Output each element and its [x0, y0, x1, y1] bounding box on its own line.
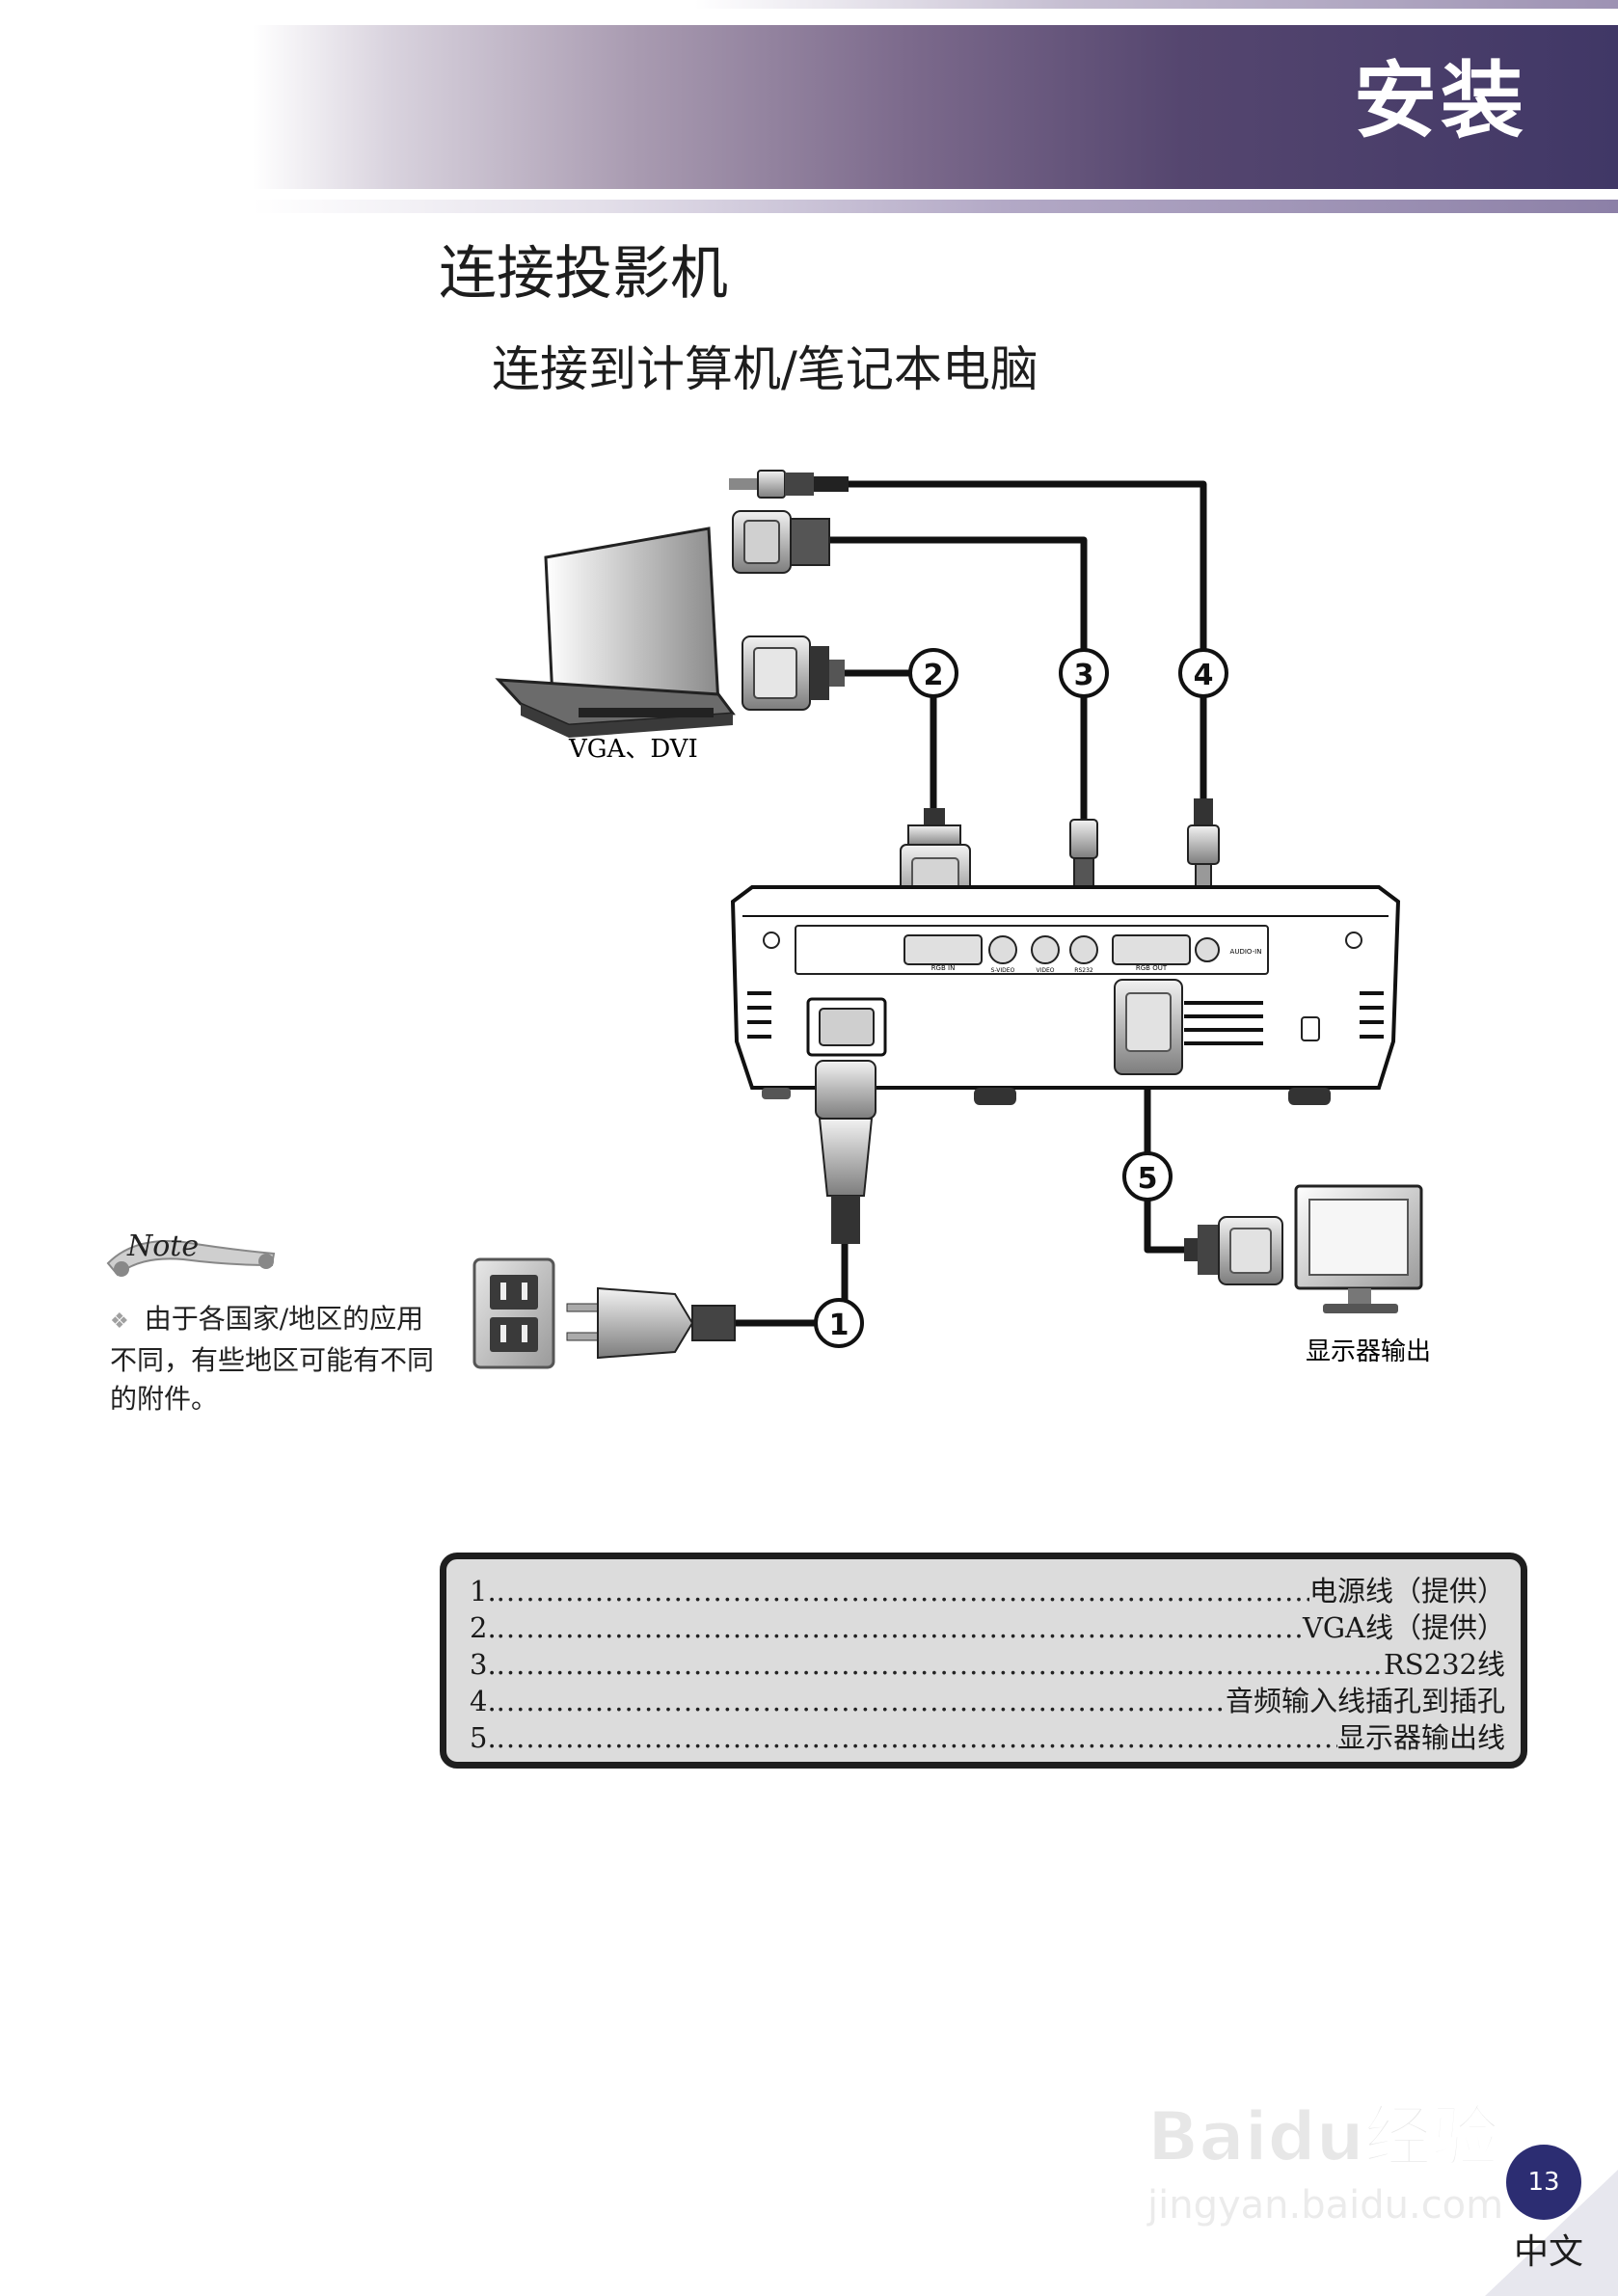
note-bullet-icon: ❖ — [110, 1310, 129, 1334]
legend-item-num: 4. — [470, 1685, 497, 1717]
note-body: 由于各国家/地区的应用不同，有些地区可能有不同的附件。 — [110, 1303, 435, 1415]
legend-item: 3. .....................................… — [470, 1642, 1505, 1681]
port-label-rs232: RS232 — [1074, 967, 1093, 974]
legend-item-text: RS232线 — [1383, 1648, 1505, 1681]
callout-5-label: 5 — [1138, 1162, 1158, 1196]
laptop-illustration — [495, 527, 736, 738]
laptop-label: VGA、DVI — [568, 735, 698, 764]
legend-item-text: 电源线（提供） — [1308, 1575, 1505, 1607]
projector-rear: RGB IN S-VIDEO VIDEO RS232 RGB OUT AUDIO… — [730, 885, 1401, 1105]
callout-1: 1 — [814, 1298, 864, 1348]
monitor-illustration — [1294, 1184, 1423, 1313]
legend-dots: ........................................… — [496, 1648, 1384, 1681]
note-logo-text: Note — [126, 1229, 199, 1263]
monitor-vga-plug — [1184, 1216, 1283, 1285]
legend-item-num: 1. — [470, 1575, 497, 1607]
port-label-s-video: S-VIDEO — [991, 967, 1015, 974]
cable-vga — [829, 669, 937, 810]
legend-dots: ........................................… — [496, 1685, 1226, 1717]
header-banner — [253, 25, 1618, 189]
legend-item: 2. .....................................… — [470, 1606, 1505, 1644]
port-label-video: VIDEO — [1036, 967, 1054, 974]
callout-4: 4 — [1178, 648, 1228, 698]
header-underline — [253, 200, 1618, 213]
cable-monitor — [1144, 1070, 1192, 1254]
monitor-label: 显示器输出 — [1306, 1337, 1431, 1366]
audio-jack-plug-top — [729, 470, 849, 499]
watermark-text: Baidu经验 — [1147, 2097, 1499, 2176]
corner-decoration — [1485, 2170, 1618, 2296]
legend-item: 4. .....................................… — [470, 1679, 1505, 1717]
port-label-rgb-in: RGB IN — [931, 964, 956, 972]
vga-connector-laptop — [742, 635, 845, 711]
power-cord-connector — [815, 1060, 876, 1244]
legend-item-text: 音频输入线插孔到插孔 — [1225, 1685, 1505, 1717]
callout-3: 3 — [1059, 648, 1109, 698]
rs232-plug-projector — [1069, 819, 1098, 894]
legend-item-num: 3. — [470, 1648, 497, 1681]
header-top-line — [694, 0, 1618, 9]
cable-legend: 1. .....................................… — [440, 1553, 1527, 1769]
cable-audio — [849, 480, 1207, 800]
legend-dots: ........................................… — [496, 1611, 1303, 1644]
callout-2-label: 2 — [924, 659, 944, 692]
legend-dots: ........................................… — [496, 1575, 1309, 1607]
monitor-out-connector — [1114, 979, 1183, 1075]
section-title: 安装 — [1354, 53, 1527, 149]
rs232-connector-top — [732, 510, 830, 574]
cable-rs232 — [829, 536, 1088, 820]
wall-outlet — [472, 1257, 555, 1369]
legend-item: 5. .....................................… — [470, 1715, 1505, 1754]
page-subheading: 连接到计算机/笔记本电脑 — [492, 341, 1038, 397]
callout-2: 2 — [908, 648, 958, 698]
port-label-audio-in: AUDIO-IN — [1230, 948, 1262, 956]
page-heading: 连接投影机 — [439, 240, 728, 308]
watermark-url: jingyan.baidu.com — [1146, 2183, 1503, 2228]
page-number-badge: 13 — [1506, 2145, 1581, 2220]
power-plug — [566, 1286, 736, 1360]
legend-item-text: VGA线（提供） — [1302, 1611, 1505, 1644]
callout-4-label: 4 — [1194, 659, 1214, 692]
legend-item-num: 2. — [470, 1611, 497, 1644]
callout-3-label: 3 — [1074, 659, 1094, 692]
legend-item-num: 5. — [470, 1721, 497, 1754]
legend-item-text: 显示器输出线 — [1336, 1721, 1505, 1754]
callout-5: 5 — [1122, 1151, 1173, 1202]
callout-1-label: 1 — [829, 1309, 849, 1342]
port-label-rgb-out: RGB OUT — [1136, 964, 1168, 972]
legend-dots: ........................................… — [496, 1721, 1337, 1754]
note-text: ❖由于各国家/地区的应用不同，有些地区可能有不同的附件。 — [110, 1300, 438, 1418]
note-logo: Note — [106, 1229, 276, 1277]
language-label: 中文 — [1513, 2232, 1583, 2272]
baidu-watermark: Baidu经验 jingyan.baidu.com — [1146, 2096, 1503, 2228]
legend-item: 1. .....................................… — [470, 1569, 1505, 1607]
